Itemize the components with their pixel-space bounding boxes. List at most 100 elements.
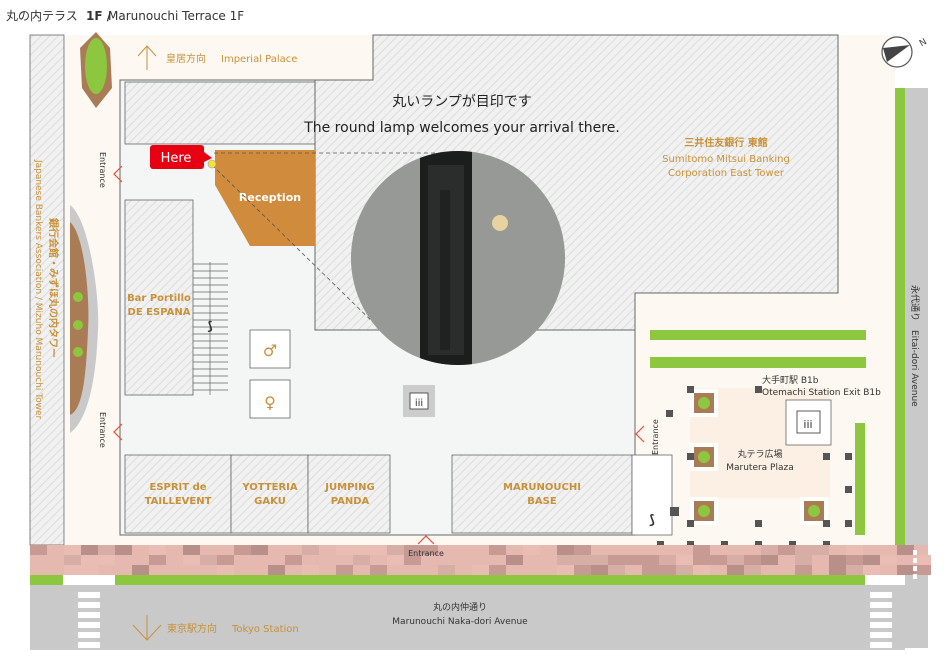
entrance-marker: Entrance bbox=[98, 412, 123, 448]
crosswalk bbox=[78, 612, 100, 618]
bollard bbox=[755, 520, 762, 527]
shop-name: Bar Portillo bbox=[127, 293, 191, 304]
crosswalk bbox=[870, 602, 892, 608]
entrance-marker: Entrance bbox=[408, 535, 444, 558]
leader-line bbox=[211, 164, 387, 336]
svg-text:Entrance: Entrance bbox=[651, 419, 660, 455]
tree bbox=[698, 451, 710, 463]
hedge bbox=[650, 330, 866, 340]
shop-bar-portillo[interactable] bbox=[124, 199, 194, 396]
entrance-marker: Entrance bbox=[635, 419, 660, 455]
escalator-icon: ⟆ bbox=[649, 513, 655, 528]
direction-south-en: Tokyo Station bbox=[231, 624, 299, 635]
smbc-label-en2: Corporation East Tower bbox=[668, 168, 785, 179]
headline-en: The round lamp welcomes your arrival the… bbox=[303, 120, 620, 136]
shop-name: YOTTERIA bbox=[241, 482, 298, 493]
shop-name: ESPRIT de bbox=[149, 482, 206, 493]
direction-south-jp: 東京駅方向 bbox=[167, 622, 217, 635]
svg-text:Entrance: Entrance bbox=[408, 549, 444, 558]
shop-name: DE ESPANA bbox=[128, 307, 191, 318]
shop-yotteria[interactable] bbox=[230, 454, 309, 534]
hedge bbox=[895, 88, 905, 545]
tree bbox=[808, 505, 820, 517]
crosswalk bbox=[870, 632, 892, 638]
hedge bbox=[650, 357, 866, 368]
reception-label: Reception bbox=[239, 191, 301, 204]
svg-text:Entrance: Entrance bbox=[98, 152, 107, 188]
shop-marunouchi-base[interactable] bbox=[451, 454, 633, 534]
escalator-icon: ⟆ bbox=[207, 319, 212, 333]
hedge bbox=[855, 423, 865, 535]
bollard bbox=[845, 453, 852, 460]
tree bbox=[85, 38, 107, 94]
svg-text:Here: Here bbox=[161, 151, 192, 166]
bollard bbox=[687, 520, 694, 527]
plaza-label-jp: 丸テラ広場 bbox=[737, 448, 782, 460]
bollard bbox=[845, 520, 852, 527]
restroom-women bbox=[249, 379, 291, 419]
crosswalk bbox=[78, 622, 100, 628]
here-marker: Here bbox=[150, 145, 217, 169]
svg-text:N: N bbox=[918, 37, 929, 49]
bollard bbox=[687, 453, 694, 460]
map-title-floor: 1F / bbox=[86, 9, 112, 23]
map-title-en: Marunouchi Terrace 1F bbox=[108, 9, 244, 23]
svg-text:Entrance: Entrance bbox=[98, 412, 107, 448]
reception-area bbox=[215, 150, 315, 246]
shop-esprit[interactable] bbox=[124, 454, 232, 534]
south-arrow-icon bbox=[132, 615, 162, 641]
crosswalk bbox=[870, 622, 892, 628]
restroom-men bbox=[249, 329, 291, 369]
bollard bbox=[687, 386, 694, 393]
shop-name: JUMPING bbox=[324, 482, 374, 493]
shop-name: PANDA bbox=[331, 496, 370, 507]
shop-name: BASE bbox=[527, 496, 557, 507]
jba-label-jp: 銀行会館・みずほ丸の内タワー bbox=[47, 218, 60, 358]
crosswalk bbox=[870, 592, 892, 598]
street-label-eitai-jp: 永代通り bbox=[909, 285, 921, 321]
bollard bbox=[823, 453, 830, 460]
bollard bbox=[666, 410, 673, 417]
compass-icon: N bbox=[881, 36, 929, 68]
eitai-dori-avenue bbox=[905, 88, 928, 648]
crosswalk bbox=[78, 632, 100, 638]
crosswalk bbox=[870, 612, 892, 618]
tree bbox=[73, 347, 83, 357]
bollard bbox=[823, 541, 830, 548]
bollard bbox=[670, 507, 679, 516]
entrance-marker: Entrance bbox=[98, 152, 123, 188]
jba-building bbox=[29, 34, 65, 546]
male-restroom-icon: ♂ bbox=[263, 341, 277, 360]
lamp-photo bbox=[351, 151, 565, 365]
street-label-nakadori-jp: 丸の内仲通り bbox=[433, 601, 487, 613]
bollard bbox=[657, 541, 664, 548]
headline-jp: 丸いランプが目印です bbox=[392, 94, 532, 110]
bollard bbox=[755, 386, 762, 393]
crosswalk bbox=[870, 642, 892, 648]
tree bbox=[698, 397, 710, 409]
plaza-label-en: Marutera Plaza bbox=[726, 463, 794, 473]
map-title-jp: 丸の内テラス bbox=[6, 9, 78, 23]
smbc-label-jp: 三井住友銀行 東館 bbox=[684, 136, 767, 149]
bollard bbox=[845, 486, 852, 493]
elevator-icon: iii bbox=[803, 418, 812, 431]
bollard bbox=[687, 541, 694, 548]
escalator-box bbox=[631, 454, 673, 536]
station-exit-jp: 大手町駅 B1b bbox=[762, 374, 819, 386]
shop-name: GAKU bbox=[254, 496, 286, 507]
shop-jumping-panda[interactable] bbox=[307, 454, 391, 534]
hedge bbox=[115, 575, 865, 585]
crosswalk bbox=[78, 642, 100, 648]
jba-label-en: Japanese Bankers Association / Mizuho Ma… bbox=[33, 159, 43, 420]
shop-name: MARUNOUCHI bbox=[503, 482, 581, 493]
station-exit-en: Otemachi Station Exit B1b bbox=[762, 388, 881, 398]
planter bbox=[70, 222, 89, 415]
hedge bbox=[30, 575, 63, 585]
direction-north-jp: 皇居方向 bbox=[166, 52, 206, 65]
bollard bbox=[789, 541, 796, 548]
north-arrow-icon bbox=[137, 45, 157, 70]
female-restroom-icon: ♀ bbox=[264, 393, 276, 412]
crosswalk bbox=[78, 602, 100, 608]
bollard bbox=[721, 541, 728, 548]
